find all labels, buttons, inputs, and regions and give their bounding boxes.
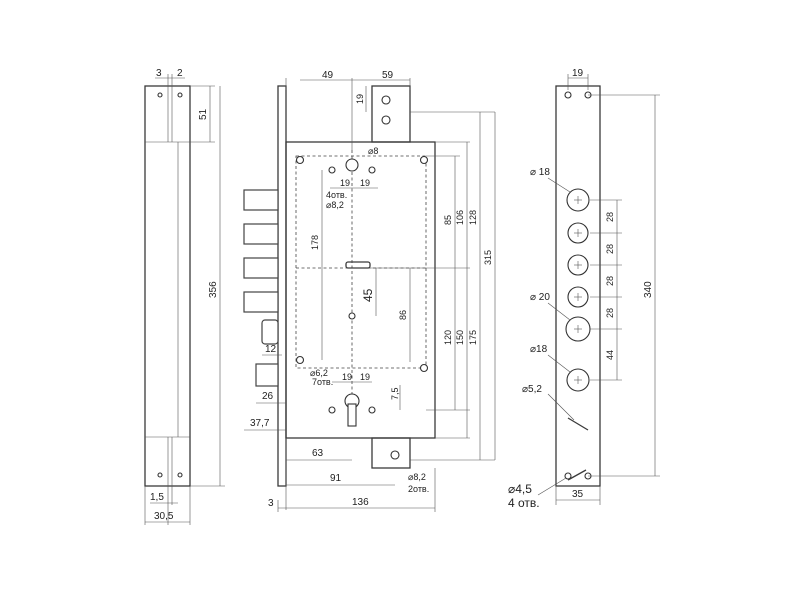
dim-120: 120: [443, 330, 453, 345]
dim-19-b: 19: [360, 178, 370, 188]
dim-face-d5-2: ⌀5,2: [522, 384, 542, 395]
dim-face-19: 19: [572, 68, 584, 79]
dim-d8: ⌀8: [368, 146, 378, 156]
dim-45: 45: [361, 288, 375, 302]
dim-19-c: 19: [342, 372, 352, 382]
faceplate-slot-1: [567, 417, 589, 431]
dim-side-356: 356: [208, 281, 219, 298]
dim-face-28-a: 28: [605, 212, 615, 222]
dim-19-d: 19: [360, 372, 370, 382]
latch: [261, 319, 279, 345]
dim-face-d18-b: ⌀18: [530, 344, 548, 355]
bolt-2: [243, 223, 279, 245]
dim-face-28-d: 28: [605, 308, 615, 318]
dim-d8-2-b: ⌀8,2: [408, 472, 426, 482]
dim-4-holes: 4отв.: [326, 190, 347, 200]
faceplate-view: 19 ⌀ 18 ⌀ 20 ⌀18 ⌀5,2 28 28 28 28 44 340…: [508, 68, 660, 510]
dim-face-d20: ⌀ 20: [530, 292, 550, 303]
dim-face-d4-5: ⌀4,5: [508, 482, 532, 496]
dim-face-28-c: 28: [605, 276, 615, 286]
dim-d8-2-a: ⌀8,2: [326, 200, 344, 210]
inner-dashed-outline: [295, 155, 427, 369]
side-view: 3 2 51 356 1,5 30,5: [144, 68, 225, 525]
dim-136: 136: [352, 497, 369, 508]
dim-12: 12: [265, 344, 277, 355]
dim-7-5: 7,5: [390, 387, 400, 400]
dim-85: 85: [443, 215, 453, 225]
dim-86: 86: [398, 310, 408, 320]
latch-2: [255, 363, 279, 387]
dim-2-holes: 2отв.: [408, 484, 429, 494]
side-body: [144, 85, 191, 487]
dim-face-28-b: 28: [605, 244, 615, 254]
dim-106: 106: [455, 210, 465, 225]
dim-19-a: 19: [340, 178, 350, 188]
dim-d6-2: ⌀6,2: [310, 368, 328, 378]
dim-63: 63: [312, 448, 324, 459]
dim-175: 175: [468, 330, 478, 345]
bottom-catch: [371, 437, 411, 469]
dim-side-1-5: 1,5: [150, 492, 164, 503]
faceplate-body: [555, 85, 601, 487]
dim-19-top: 19: [355, 94, 365, 104]
top-catch: [371, 85, 411, 143]
bolt-1: [243, 189, 279, 211]
dim-315: 315: [483, 250, 493, 265]
dim-7-holes: 7отв.: [312, 377, 333, 387]
lock-body: [285, 141, 436, 439]
dim-face-44: 44: [605, 350, 615, 360]
dim-91: 91: [330, 473, 342, 484]
dim-side-3: 3: [156, 68, 162, 79]
dim-face-4-holes: 4 отв.: [508, 496, 540, 510]
dim-37-7: 37,7: [250, 418, 270, 429]
dim-26: 26: [262, 391, 274, 402]
dim-side-51: 51: [198, 108, 209, 120]
dim-178: 178: [310, 235, 320, 250]
bolt-3: [243, 257, 279, 279]
dim-150: 150: [455, 330, 465, 345]
dim-128: 128: [468, 210, 478, 225]
front-view: 49 59 19 ⌀8 19 19 4отв. ⌀8,2 178 85 106 …: [243, 70, 496, 512]
dim-3: 3: [268, 498, 274, 509]
dim-49: 49: [322, 70, 334, 81]
dim-face-35: 35: [572, 489, 584, 500]
dim-59: 59: [382, 70, 394, 81]
dim-face-340: 340: [643, 281, 654, 298]
face-plate: [277, 85, 287, 487]
faceplate-slot-2: [567, 469, 587, 481]
dim-side-2: 2: [177, 68, 183, 79]
dim-side-30-5: 30,5: [154, 511, 174, 522]
bolt-4: [243, 291, 279, 313]
dim-face-d18-a: ⌀ 18: [530, 167, 550, 178]
